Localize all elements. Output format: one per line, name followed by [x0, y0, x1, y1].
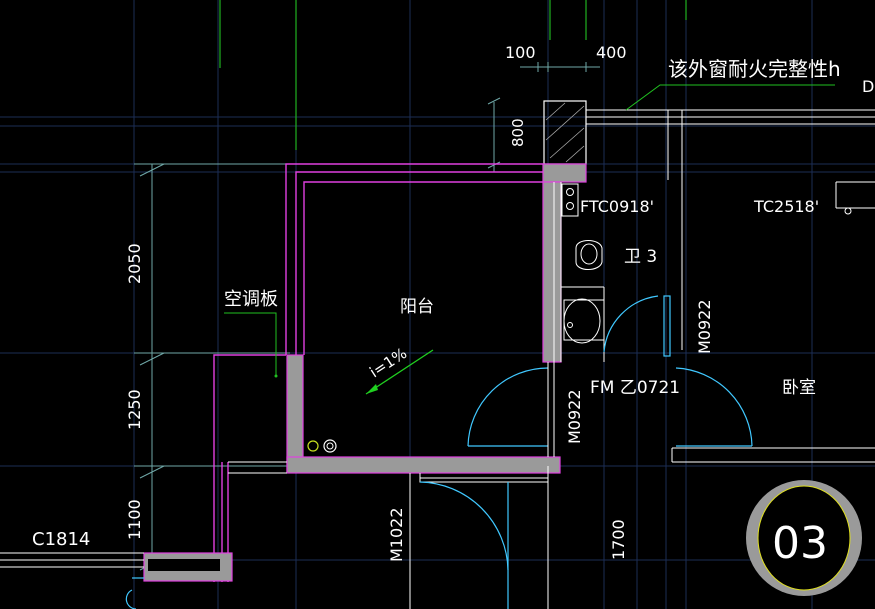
window-tc-label: TC2518' — [753, 197, 819, 216]
toilet-label: 卫 3 — [624, 247, 657, 267]
ac-board-leader-dot — [274, 374, 278, 378]
slope-arrow-line — [365, 349, 434, 395]
left-dimension-line — [134, 163, 290, 575]
dim-left-2: 1250 — [125, 389, 144, 430]
drain-circle-2 — [323, 439, 337, 453]
hatched-column — [543, 100, 587, 165]
unit-number: 03 — [772, 518, 828, 569]
wall-notch — [148, 559, 220, 571]
door-m0922-right: M0922 — [695, 299, 714, 354]
dim-top-left: 100 — [505, 43, 536, 62]
fire-note: 该外窗耐火完整性h — [668, 57, 841, 81]
dim-top-right: 400 — [596, 43, 627, 62]
unit-circle-inner — [757, 485, 851, 591]
door-m1022-label: M1022 — [387, 507, 406, 562]
ac-board-label: 空调板 — [224, 289, 278, 310]
bedroom-label: 卧室 — [782, 378, 816, 398]
hatch-pattern — [545, 102, 585, 163]
window-c1814-label: C1814 — [32, 529, 90, 550]
dim-vertical-top: 800 — [509, 118, 527, 147]
door-swings — [125, 295, 753, 609]
slope-arrowhead — [366, 384, 378, 394]
window-ftc-label: FTC0918' — [580, 197, 654, 216]
exterior-window-lines — [586, 109, 875, 180]
walls — [143, 163, 587, 582]
left-window-lines — [0, 552, 144, 568]
fire-note-leader — [625, 84, 835, 111]
balcony-label: 阳台 — [400, 297, 434, 317]
ac-board-leader — [224, 312, 277, 376]
dim-left-3: 1100 — [125, 499, 144, 540]
dim-bottom-right: 1700 — [609, 519, 628, 560]
slope-label: i=1% — [366, 344, 410, 381]
toilet-fixtures — [561, 183, 852, 344]
door-m0922-left: M0922 — [565, 389, 584, 444]
top-dimension-line — [487, 62, 600, 172]
door-fm-label: FM 乙0721 — [590, 378, 680, 398]
dim-left-1: 2050 — [125, 243, 144, 284]
balcony-outline — [213, 163, 544, 582]
door-frames — [547, 362, 555, 457]
drain-circle-1 — [307, 440, 319, 452]
axis-lines — [219, 0, 687, 150]
fire-note-cut: D2 — [862, 77, 875, 96]
drain-circle-3 — [326, 442, 334, 450]
